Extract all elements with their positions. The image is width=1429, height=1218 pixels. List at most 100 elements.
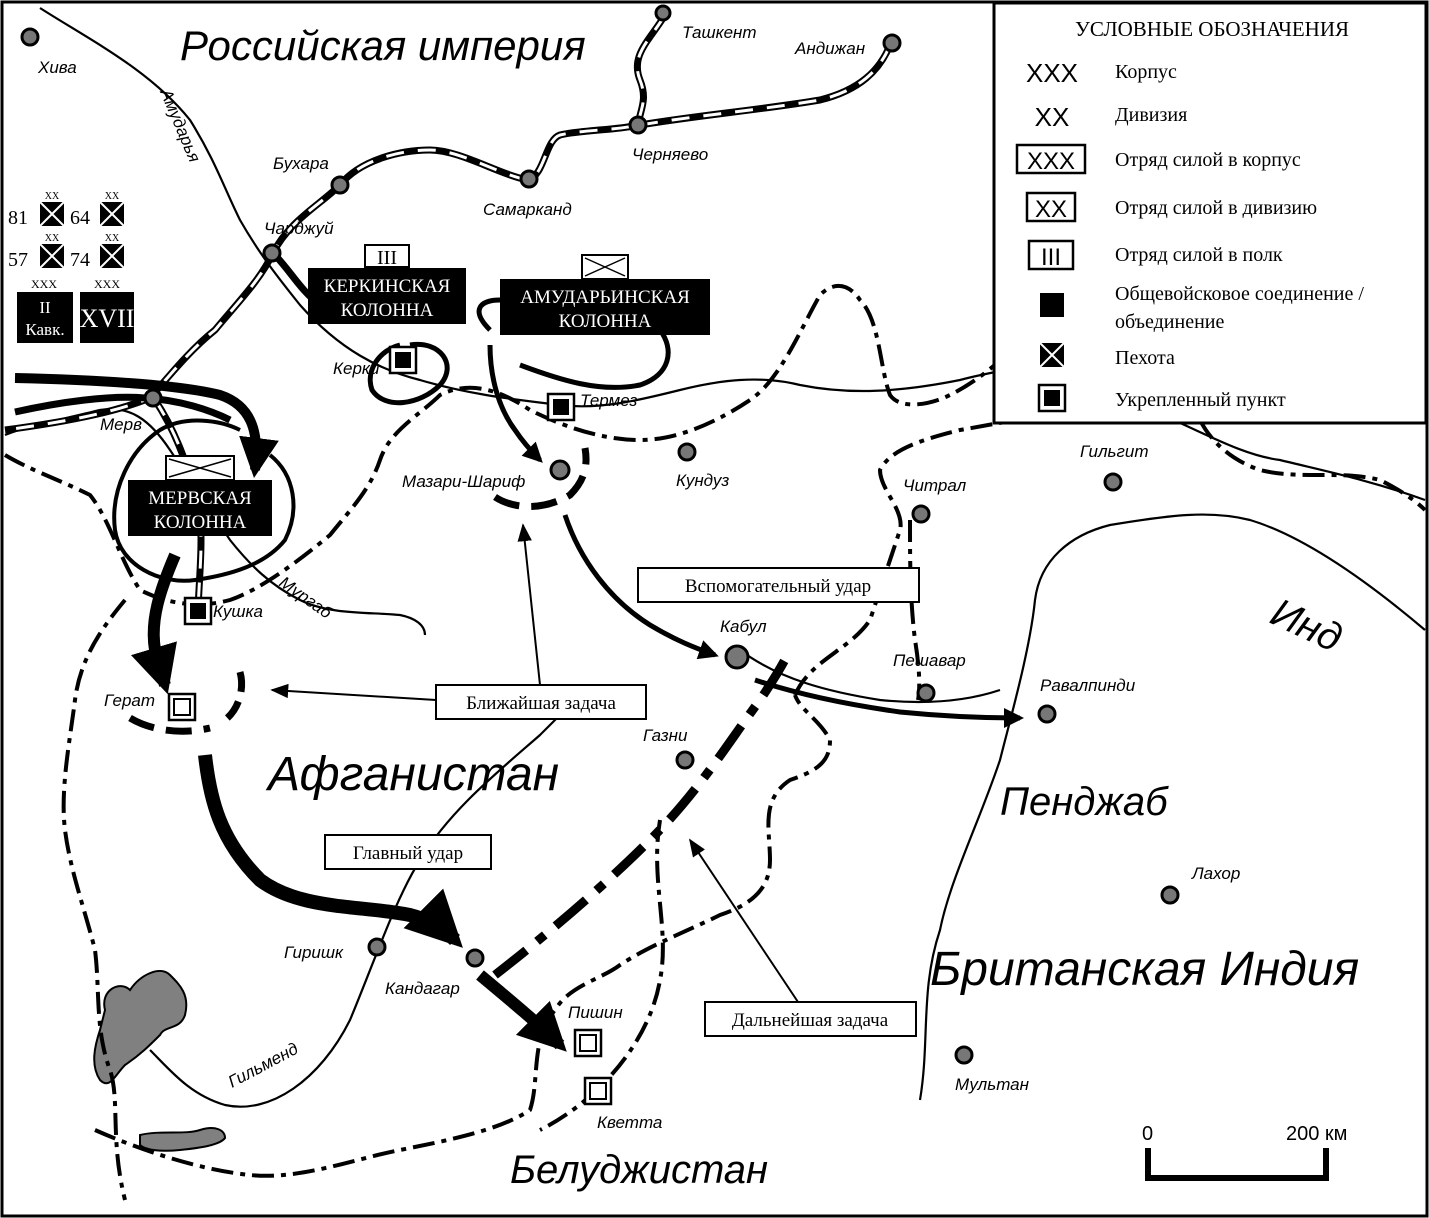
division-57: XX 57 [8, 233, 65, 271]
ghazni-label: Газни [643, 726, 688, 745]
termez-label: Термез [580, 391, 637, 410]
svg-text:II: II [39, 298, 51, 317]
legend-title: УСЛОВНЫЕ ОБОЗНАЧЕНИЯ [1075, 17, 1349, 41]
merv-dot [143, 388, 163, 408]
herat-label: Герат [104, 691, 155, 710]
svg-text:XX: XX [45, 233, 60, 244]
baluchistan-label: Белуджистан [510, 1148, 768, 1192]
legend-label-infantry: Пехота [1115, 347, 1175, 369]
kushka-label: Кушка [213, 602, 263, 621]
tashkent-label: Ташкент [682, 23, 757, 42]
amu-column-line2: КОЛОННА [559, 311, 652, 332]
amu-column-line1: АМУДАРЬИНСКАЯ [520, 287, 690, 308]
india-west-border [908, 519, 922, 701]
legend-box-division [1025, 191, 1077, 223]
auxiliary-strike-arrow [562, 514, 719, 660]
kerki-column: III КЕРКИНСКАЯ КОЛОННА [308, 244, 466, 324]
lakes [93, 970, 227, 1152]
merv-column-box [128, 480, 272, 536]
andijan-label: Андижан [794, 39, 866, 58]
legend-symbol-division: XX [1035, 102, 1070, 132]
merv-column-line1: МЕРВСКАЯ [148, 488, 252, 509]
nearest-task-arrow-mazar [517, 523, 541, 686]
kerki-column-box [308, 268, 466, 324]
amu-darya-river [39, 7, 1031, 408]
svg-text:XXX: XXX [31, 277, 57, 291]
peshawar-label: Пешавар [893, 651, 966, 670]
indus-upper [1149, 408, 1426, 502]
hamun-lake [93, 970, 188, 1085]
tashkent-dot [654, 4, 672, 22]
amu-column-infantry-cross [584, 257, 626, 277]
girishk-dot [367, 937, 387, 957]
attack-arrows [14, 297, 1024, 1052]
afghanistan-label: Афганистан [265, 748, 559, 801]
merv-column-infantry-cross [168, 458, 232, 478]
division-74: XX 74 [70, 233, 125, 271]
svg-text:XX: XX [45, 191, 60, 202]
chardzhuy-label: Чарджуй [264, 219, 334, 238]
multan-dot [954, 1045, 974, 1065]
khiva-label: Хива [37, 58, 77, 77]
legend-box-corps [1015, 143, 1087, 175]
quetta-fort [583, 1076, 613, 1106]
kabul-rawalpindi-arrow [754, 677, 1024, 728]
quetta-label: Кветта [597, 1113, 662, 1132]
svg-text:XX: XX [105, 191, 120, 202]
amu-column-loop [476, 297, 671, 390]
amu-column-arrow [487, 344, 543, 463]
legend-symbol-corps-det: XXX [1027, 148, 1075, 175]
further-task-arrow [689, 838, 801, 1006]
city-markers [20, 4, 1180, 1065]
reserve-units: XX 81 XX 64 XX 57 XX 74 XXX II Кавк. [8, 191, 134, 343]
peshawar-dot [916, 683, 936, 703]
svg-text:57: 57 [8, 249, 28, 271]
chitral-label: Читрал [903, 476, 967, 495]
cavalry-corps-2: XXX II Кавк. [17, 277, 73, 343]
lahore-label: Лахор [1191, 864, 1240, 883]
pishin-label: Пишин [568, 1003, 623, 1022]
further-task-callout: Дальнейшая задача [704, 1001, 917, 1037]
kunduz-label: Кундуз [676, 471, 729, 490]
kandahar-dot [465, 948, 485, 968]
indus-label: Инд [1264, 590, 1349, 661]
legend-combined-arms-square [1040, 293, 1064, 317]
legend-box-regiment [1027, 239, 1075, 271]
amu-darya-label: Амударья [156, 85, 204, 165]
kandahar-kabul-objective-line [492, 647, 795, 979]
helmand-label: Гильменд [225, 1039, 301, 1092]
kerki-column-line1: КЕРКИНСКАЯ [324, 276, 451, 297]
northern-approach-arrow [14, 373, 279, 478]
kabul-dot [724, 644, 750, 670]
pishin-fort [573, 1028, 603, 1058]
punjab-label: Пенджаб [1000, 780, 1169, 824]
godzareh-lake [139, 1127, 227, 1152]
legend: УСЛОВНЫЕ ОБОЗНАЧЕНИЯ XXX Корпус XX Дивиз… [992, 1, 1428, 425]
task-arrows [270, 523, 801, 1006]
legend-label-division: Дивизия [1115, 104, 1187, 126]
afghan-south-border [94, 694, 832, 1178]
mazar-objective-line [493, 447, 590, 510]
ghazni-dot [675, 750, 695, 770]
kerki-fort [388, 345, 418, 375]
amu-column-box [500, 279, 710, 335]
fortified-points [167, 345, 613, 1106]
samarkand-dot [519, 169, 539, 189]
mazar-label: Мазари-Шариф [402, 472, 525, 491]
bukhara-dot [330, 175, 350, 195]
division-64: XX 64 [70, 191, 125, 229]
andijan-dot [882, 33, 902, 53]
indus-river [918, 513, 1426, 1101]
legend-label-fort: Укрепленный пункт [1115, 389, 1286, 411]
kashmir-border [1198, 419, 1427, 512]
bukhara-label: Бухара [273, 154, 329, 173]
chernyaevo-dot [628, 115, 648, 135]
merv-loop [112, 418, 296, 583]
merv-label: Мерв [100, 415, 142, 434]
multan-label: Мультан [955, 1075, 1030, 1094]
kandahar-label: Кандагар [385, 979, 460, 998]
legend-label-corps-det: Отряд силой в корпус [1115, 149, 1301, 171]
afghan-west-border [61, 598, 127, 1201]
nearest-task-callout: Ближайшая задача [435, 684, 647, 720]
